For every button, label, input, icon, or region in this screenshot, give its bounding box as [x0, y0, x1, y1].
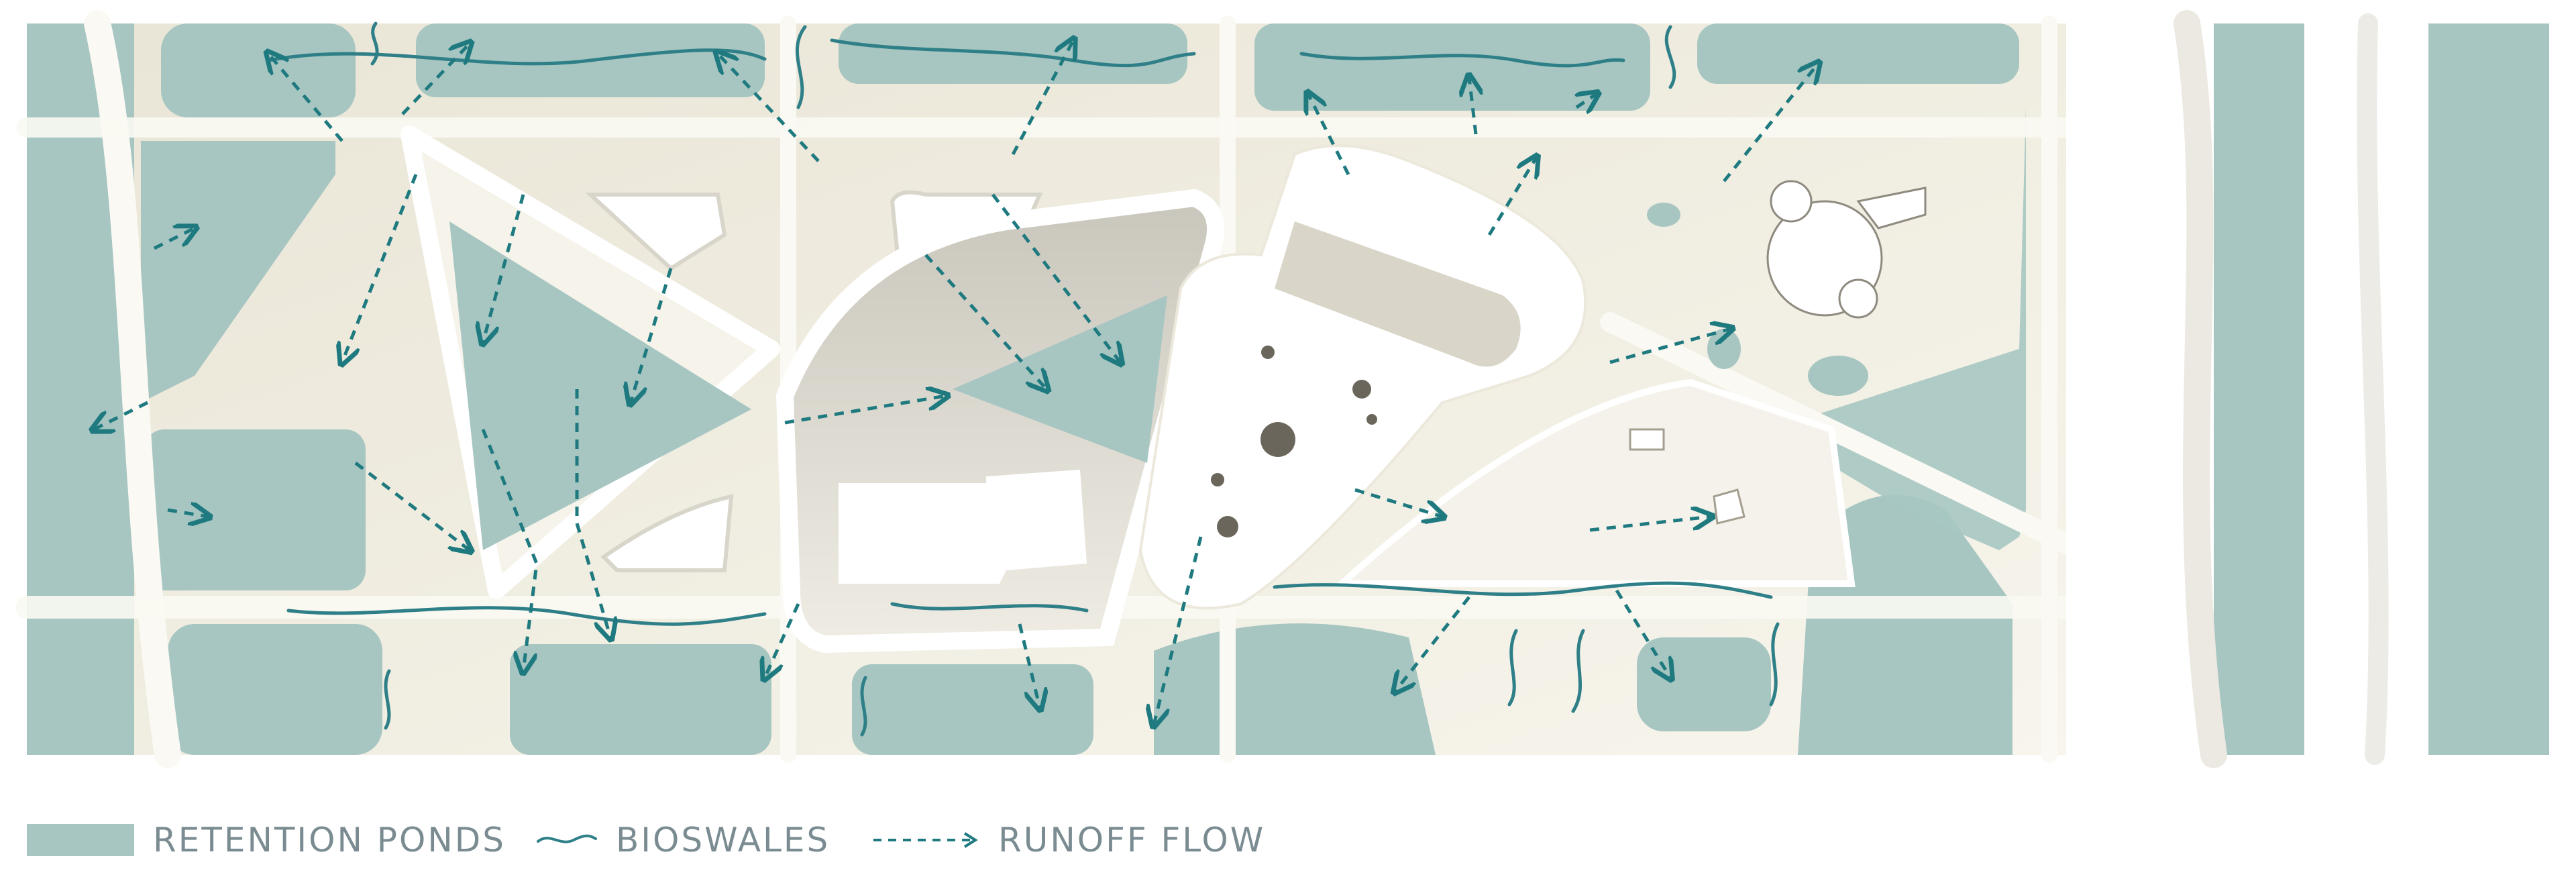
pond-block: [1154, 623, 1436, 755]
roads: [15, 0, 2389, 778]
legend-bioswales: BIOSWALES: [537, 819, 830, 862]
site-plan: [15, 0, 2549, 778]
pond-block: [2214, 23, 2308, 755]
pond-block: [1637, 637, 1771, 731]
legend: RETENTION PONDS BIOSWALES RUNOFF FLOW: [0, 805, 2576, 885]
legend-runoff-flow: RUNOFF FLOW: [872, 819, 1265, 862]
legend-label-bioswales: BIOSWALES: [616, 821, 830, 860]
building-footprint: [839, 470, 1087, 584]
runoff-arrows: [94, 40, 1818, 725]
building-roof-tube: [1275, 221, 1521, 367]
pond-block: [144, 429, 366, 590]
pond-block: [141, 141, 335, 403]
teal-rectangle-icon: [27, 824, 134, 856]
roof-openings: [1211, 346, 1377, 537]
pond-block: [510, 644, 771, 755]
east-plaza: [1332, 378, 1856, 587]
plaza-opening: [1713, 488, 1746, 525]
central-pond: [953, 295, 1167, 463]
pond-block: [168, 624, 382, 755]
pond-block: [2428, 23, 2549, 755]
legend-retention-ponds: RETENTION PONDS: [27, 819, 506, 862]
wavy-line-icon: [537, 834, 597, 843]
dashed-arrow-icon: [873, 832, 978, 848]
pond-block: [979, 664, 1093, 755]
legend-label-runoff: RUNOFF FLOW: [998, 821, 1266, 860]
pond-block: [1254, 23, 1650, 111]
triangle-pond: [449, 221, 751, 550]
pond-block: [852, 664, 1020, 755]
main-building: [1138, 144, 1587, 610]
pond-block: [1697, 23, 2019, 84]
legend-label-retention: RETENTION PONDS: [153, 821, 506, 860]
pond-block: [161, 23, 356, 117]
plaza-opening: [1629, 428, 1665, 451]
pavilion: [1766, 180, 1927, 319]
